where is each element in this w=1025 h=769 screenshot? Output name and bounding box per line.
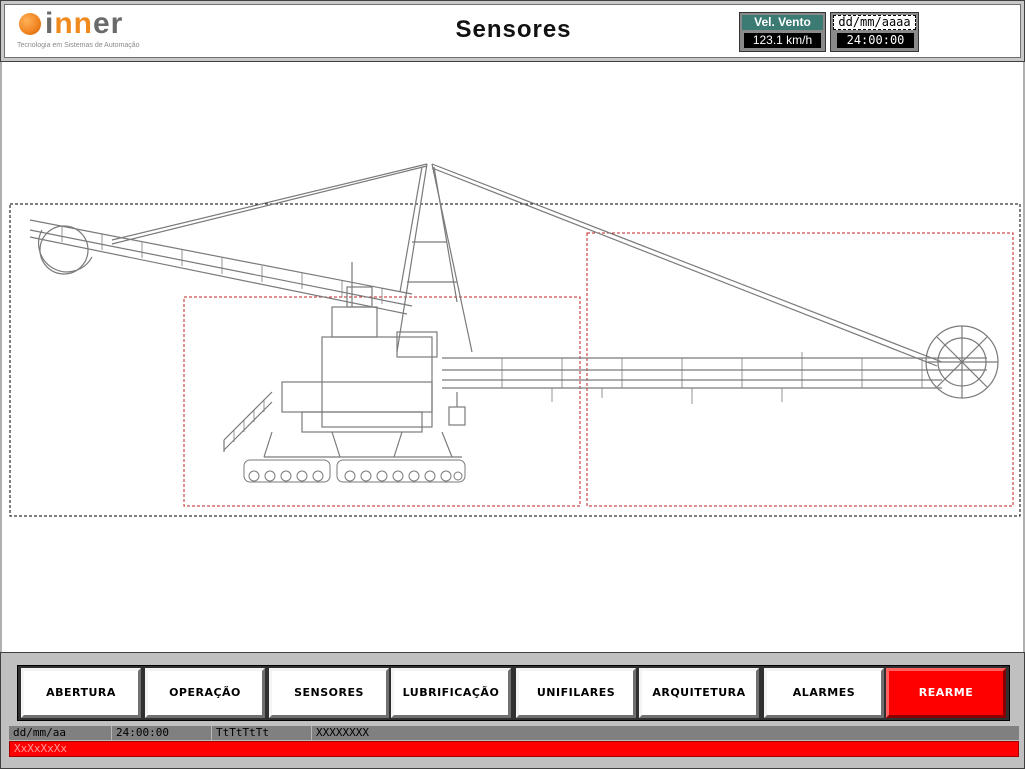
time-value: 24:00:00: [837, 33, 914, 48]
wind-speed-value: 123.1 km/h: [744, 33, 821, 48]
reclaimer-drawing: [9, 163, 1021, 517]
wind-speed-label: Vel. Vento: [742, 15, 823, 30]
zone-center: [183, 296, 581, 507]
status-bar: dd/mm/aa 24:00:00 TtTtTtTt XXXXXXXX: [9, 726, 1019, 740]
footer-panel: ABERTURA OPERAÇÃO SENSORES LUBRIFICAÇÃO …: [0, 652, 1025, 769]
nav-lubrificacao-button[interactable]: LUBRIFICAÇÃO: [391, 668, 511, 718]
zone-overall: [9, 203, 1021, 517]
sensors-view: [0, 62, 1025, 652]
logo-subtitle: Tecnologia em Sistemas de Automação: [17, 42, 140, 49]
navigation-bar: ABERTURA OPERAÇÃO SENSORES LUBRIFICAÇÃO …: [17, 665, 1010, 721]
status-tag: TtTtTtTt: [212, 726, 312, 740]
machine-structure: [29, 163, 999, 483]
nav-sensores-button[interactable]: SENSORES: [269, 668, 389, 718]
nav-unifilares-button[interactable]: UNIFILARES: [516, 668, 636, 718]
status-date: dd/mm/aa: [9, 726, 112, 740]
wind-speed-display: Vel. Vento 123.1 km/h: [739, 12, 826, 52]
page-title: Sensores: [455, 16, 572, 43]
alarm-message: XxXxXxXx: [14, 742, 67, 755]
status-time: 24:00:00: [112, 726, 212, 740]
nav-arquitetura-button[interactable]: ARQUITETURA: [639, 668, 759, 718]
datetime-display: dd/mm/aaaa 24:00:00: [830, 12, 919, 52]
alarm-bar[interactable]: XxXxXxXx: [9, 741, 1019, 757]
logo-wordmark: inner: [45, 7, 124, 40]
date-value: dd/mm/aaaa: [833, 15, 916, 30]
rearme-button[interactable]: REARME: [886, 668, 1006, 718]
nav-operacao-button[interactable]: OPERAÇÃO: [145, 668, 265, 718]
inner-logo: inner Tecnologia em Sistemas de Automaçã…: [15, 7, 155, 53]
nav-alarmes-button[interactable]: ALARMES: [764, 668, 884, 718]
status-code: XXXXXXXX: [316, 726, 369, 739]
nav-abertura-button[interactable]: ABERTURA: [21, 668, 141, 718]
header-bar: inner Tecnologia em Sistemas de Automaçã…: [0, 0, 1025, 62]
logo-sun-icon: [19, 13, 41, 35]
